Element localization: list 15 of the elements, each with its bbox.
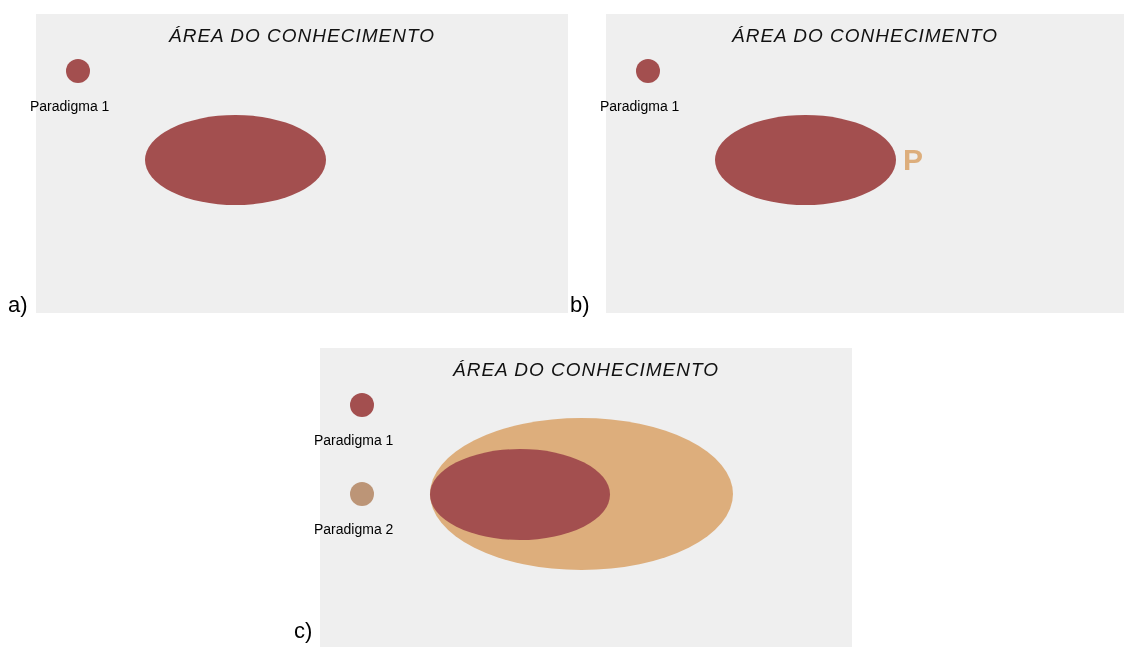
paradigm-circle	[66, 59, 90, 83]
node-label: Paradigma 1	[30, 97, 110, 116]
paradigm-circle	[350, 482, 374, 506]
node-label: Paradigma 1	[314, 431, 394, 450]
panel-label: a)	[8, 291, 28, 319]
panel-label: b)	[570, 291, 590, 319]
panel-title: ÁREA DO CONHECIMENTO	[451, 358, 720, 382]
panel-title: ÁREA DO CONHECIMENTO	[730, 24, 999, 48]
paradigm-circle	[636, 59, 660, 83]
panel-label: c)	[294, 617, 313, 645]
node-label: Paradigma 2	[314, 520, 394, 539]
panel-title: ÁREA DO CONHECIMENTO	[167, 24, 436, 48]
node-label: Paradigma 1	[600, 97, 680, 116]
node-label: P	[903, 142, 923, 178]
paradigm-circle	[350, 393, 374, 417]
